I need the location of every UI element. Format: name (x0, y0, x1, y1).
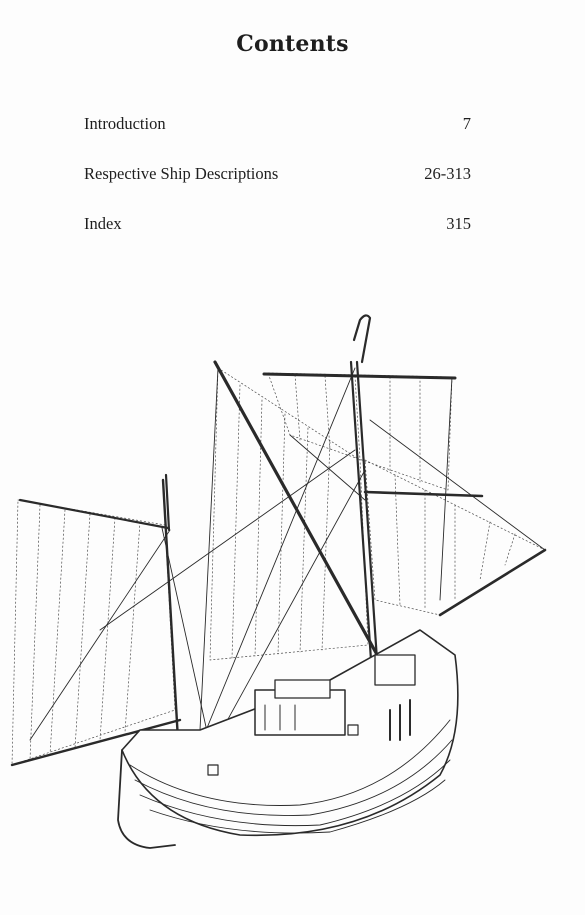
sailing-ship-drawing-icon (0, 300, 585, 860)
hull (117, 629, 459, 849)
toc-entry-introduction[interactable]: Introduction 7 (84, 114, 471, 164)
table-of-contents: Introduction 7 Respective Ship Descripti… (84, 114, 471, 264)
toc-entry-label: Introduction (84, 114, 166, 133)
toc-entry-ship-descriptions[interactable]: Respective Ship Descriptions 26-313 (84, 164, 471, 214)
toc-entry-page: 7 (462, 114, 471, 133)
page-title: Contents (236, 31, 349, 57)
toc-entry-page: 26-313 (424, 164, 471, 183)
ropes (29, 367, 546, 771)
toc-entry-label: Respective Ship Descriptions (84, 164, 279, 183)
toc-entry-label: Index (84, 214, 122, 233)
rigging (10, 314, 547, 767)
toc-entry-index[interactable]: Index 315 (84, 214, 471, 264)
toc-entry-page: 315 (446, 214, 471, 233)
